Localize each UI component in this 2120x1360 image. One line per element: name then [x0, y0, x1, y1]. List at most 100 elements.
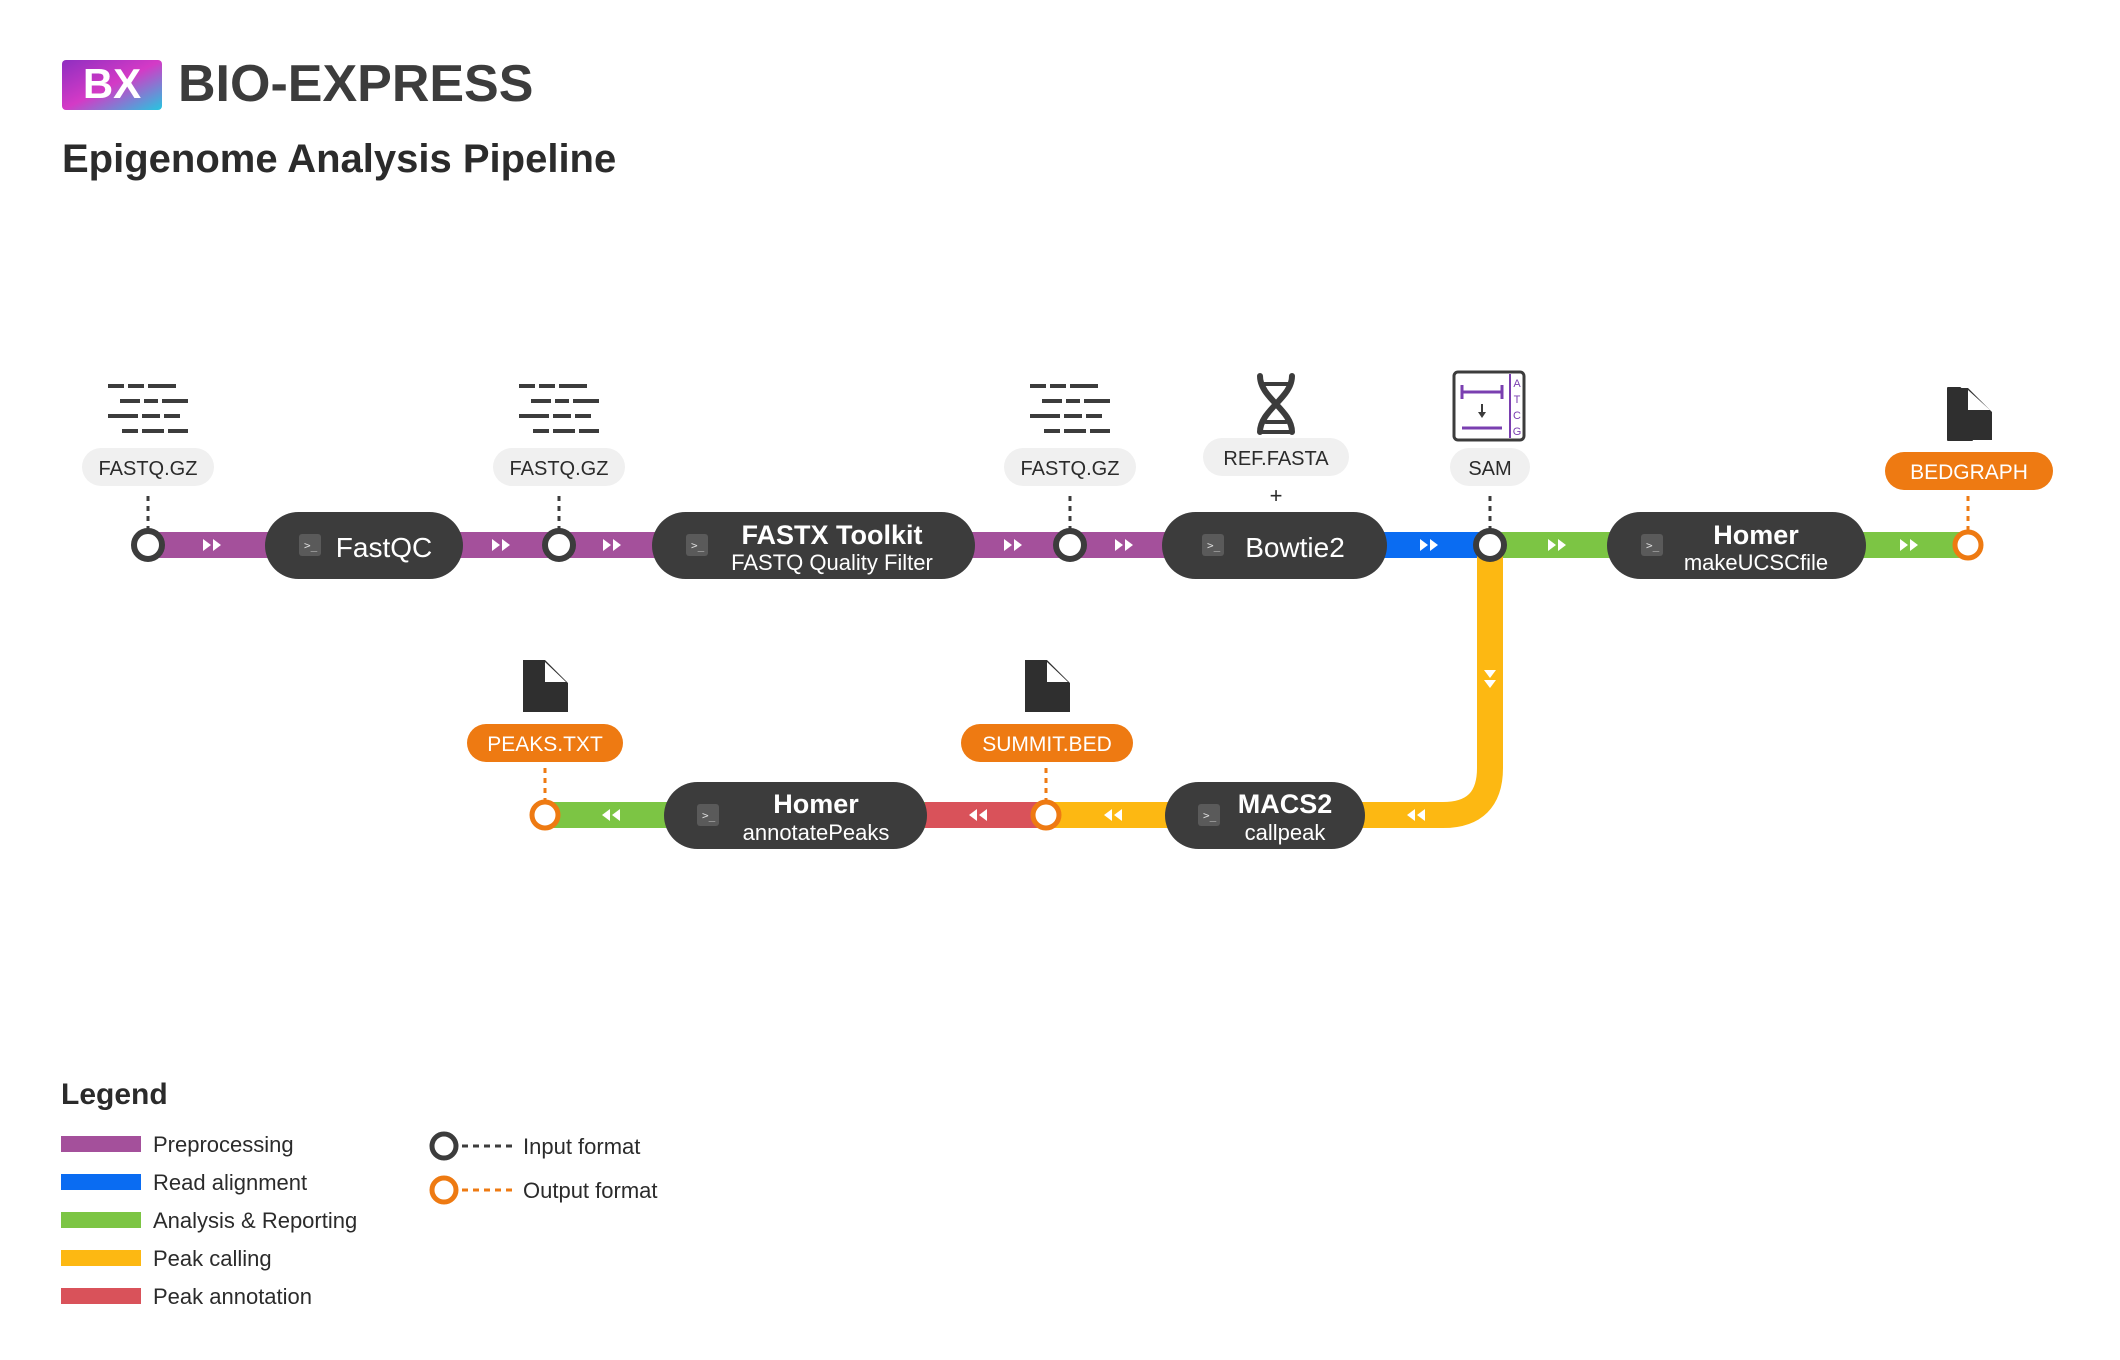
- dna-icon: [1257, 373, 1295, 435]
- tool-fastqc[interactable]: >_ FastQC: [265, 512, 463, 579]
- tool-fastx-toolkit[interactable]: >_ FASTX Toolkit FASTQ Quality Filter: [652, 512, 975, 579]
- file-icon: [523, 660, 568, 712]
- output-station: [1030, 799, 1062, 831]
- tool-homer-annotatepeaks[interactable]: >_ Homer annotatePeaks: [664, 782, 927, 849]
- tool-subtitle: makeUCSCfile: [1684, 550, 1828, 575]
- legend-swatch: [61, 1174, 141, 1190]
- tool-node: [652, 512, 975, 579]
- tool-name: Homer: [1713, 520, 1799, 550]
- sequence-lines-icon: [1030, 384, 1110, 433]
- tool-node: [1162, 512, 1387, 579]
- format-label: FASTQ.GZ: [510, 458, 609, 480]
- legend-label: Input format: [523, 1134, 640, 1159]
- format-pill: [493, 448, 625, 486]
- terminal-icon: [1202, 534, 1224, 556]
- track-bottom: [545, 545, 1503, 828]
- legend-label: Read alignment: [153, 1170, 307, 1195]
- legend-label: Output format: [523, 1178, 658, 1203]
- terminal-icon: [299, 534, 321, 556]
- input-station: [131, 528, 165, 562]
- format-peaks-txt[interactable]: PEAKS.TXT: [467, 660, 623, 831]
- legend-swatch: [61, 1250, 141, 1266]
- arrow-left-icon: [969, 809, 987, 821]
- arrow-left-icon: [602, 809, 620, 821]
- alignment-icon: A T C G: [1452, 370, 1526, 442]
- arrow-right-icon: [203, 539, 221, 551]
- svg-text:C: C: [1513, 410, 1521, 422]
- track-peak-calling: [1046, 545, 1503, 828]
- format-pill: [82, 448, 214, 486]
- tool-macs2-callpeak[interactable]: >_ MACS2 callpeak: [1165, 782, 1365, 849]
- format-pill: [1450, 448, 1530, 486]
- format-sam[interactable]: A T C G SAM: [1450, 370, 1530, 562]
- arrow-down-icon: [1484, 670, 1496, 688]
- logo: BX: [62, 60, 162, 110]
- legend-item-analysis-reporting: Analysis & Reporting: [61, 1208, 357, 1233]
- sequence-lines-icon: [108, 384, 188, 433]
- terminal-icon: [1198, 804, 1220, 826]
- legend-label: Peak calling: [153, 1246, 272, 1271]
- format-label: SAM: [1468, 458, 1511, 480]
- legend-title: Legend: [61, 1078, 168, 1111]
- format-summit-bed[interactable]: SUMMIT.BED: [961, 660, 1133, 831]
- tool-node: [664, 782, 927, 849]
- output-station: [1952, 529, 1984, 561]
- flow-arrows: [203, 539, 1918, 821]
- logo-mark: [62, 60, 162, 110]
- terminal-icon: [686, 534, 708, 556]
- svg-text:>_: >_: [1646, 539, 1660, 552]
- terminal-icon: [697, 804, 719, 826]
- tool-node: [1165, 782, 1365, 849]
- arrow-right-icon: [1004, 539, 1022, 551]
- tool-subtitle: annotatePeaks: [743, 820, 890, 845]
- tool-subtitle: FASTQ Quality Filter: [731, 550, 933, 575]
- format-label: REF.FASTA: [1223, 448, 1329, 470]
- arrow-right-icon: [1420, 539, 1438, 551]
- page-title: Epigenome Analysis Pipeline: [62, 137, 616, 181]
- legend-item-output-format: Output format: [429, 1175, 658, 1205]
- input-station: [1473, 528, 1507, 562]
- legend-item-input-format: Input format: [429, 1131, 640, 1161]
- format-pill: [961, 724, 1133, 762]
- format-pill: [1203, 438, 1349, 476]
- format-pill: [467, 724, 623, 762]
- legend-swatch: [61, 1212, 141, 1228]
- format-fastq-1[interactable]: FASTQ.GZ: [82, 384, 214, 562]
- svg-text:A: A: [1513, 378, 1521, 390]
- svg-text:G: G: [1513, 426, 1522, 438]
- arrow-right-icon: [1548, 539, 1566, 551]
- output-station-icon: [429, 1175, 459, 1205]
- terminal-icon: [1641, 534, 1663, 556]
- plus-sign: +: [1270, 483, 1283, 508]
- tool-node: [265, 512, 463, 579]
- legend-item-read-alignment: Read alignment: [61, 1170, 307, 1195]
- format-bedgraph[interactable]: BEDGRAPH: [1885, 387, 2053, 561]
- legend-label: Analysis & Reporting: [153, 1208, 357, 1233]
- format-label: FASTQ.GZ: [99, 458, 198, 480]
- format-label: PEAKS.TXT: [487, 733, 603, 756]
- tool-subtitle: callpeak: [1245, 820, 1327, 845]
- format-label: SUMMIT.BED: [982, 733, 1112, 756]
- tool-name: FastQC: [336, 532, 432, 563]
- brand-name: BIO-EXPRESS: [178, 55, 533, 113]
- format-pill: [1004, 448, 1136, 486]
- tool-name: FASTX Toolkit: [742, 520, 923, 550]
- format-label: FASTQ.GZ: [1021, 458, 1120, 480]
- format-ref-fasta[interactable]: REF.FASTA +: [1203, 373, 1349, 508]
- input-station-icon: [429, 1131, 459, 1161]
- format-fastq-2[interactable]: FASTQ.GZ: [493, 384, 625, 562]
- arrow-right-icon: [603, 539, 621, 551]
- legend: Legend Preprocessing Read alignment Anal…: [61, 1078, 658, 1309]
- tool-name: Homer: [773, 789, 859, 819]
- legend-item-peak-calling: Peak calling: [61, 1246, 272, 1271]
- svg-text:>_: >_: [702, 809, 716, 822]
- tool-homer-makeucscfile[interactable]: >_ Homer makeUCSCfile: [1607, 512, 1866, 579]
- arrow-right-icon: [1900, 539, 1918, 551]
- format-fastq-3[interactable]: FASTQ.GZ: [1004, 384, 1136, 562]
- svg-text:>_: >_: [304, 539, 318, 552]
- svg-text:T: T: [1514, 394, 1521, 406]
- legend-swatch: [61, 1288, 141, 1304]
- output-station: [529, 799, 561, 831]
- tool-bowtie2[interactable]: >_ Bowtie2: [1162, 512, 1387, 579]
